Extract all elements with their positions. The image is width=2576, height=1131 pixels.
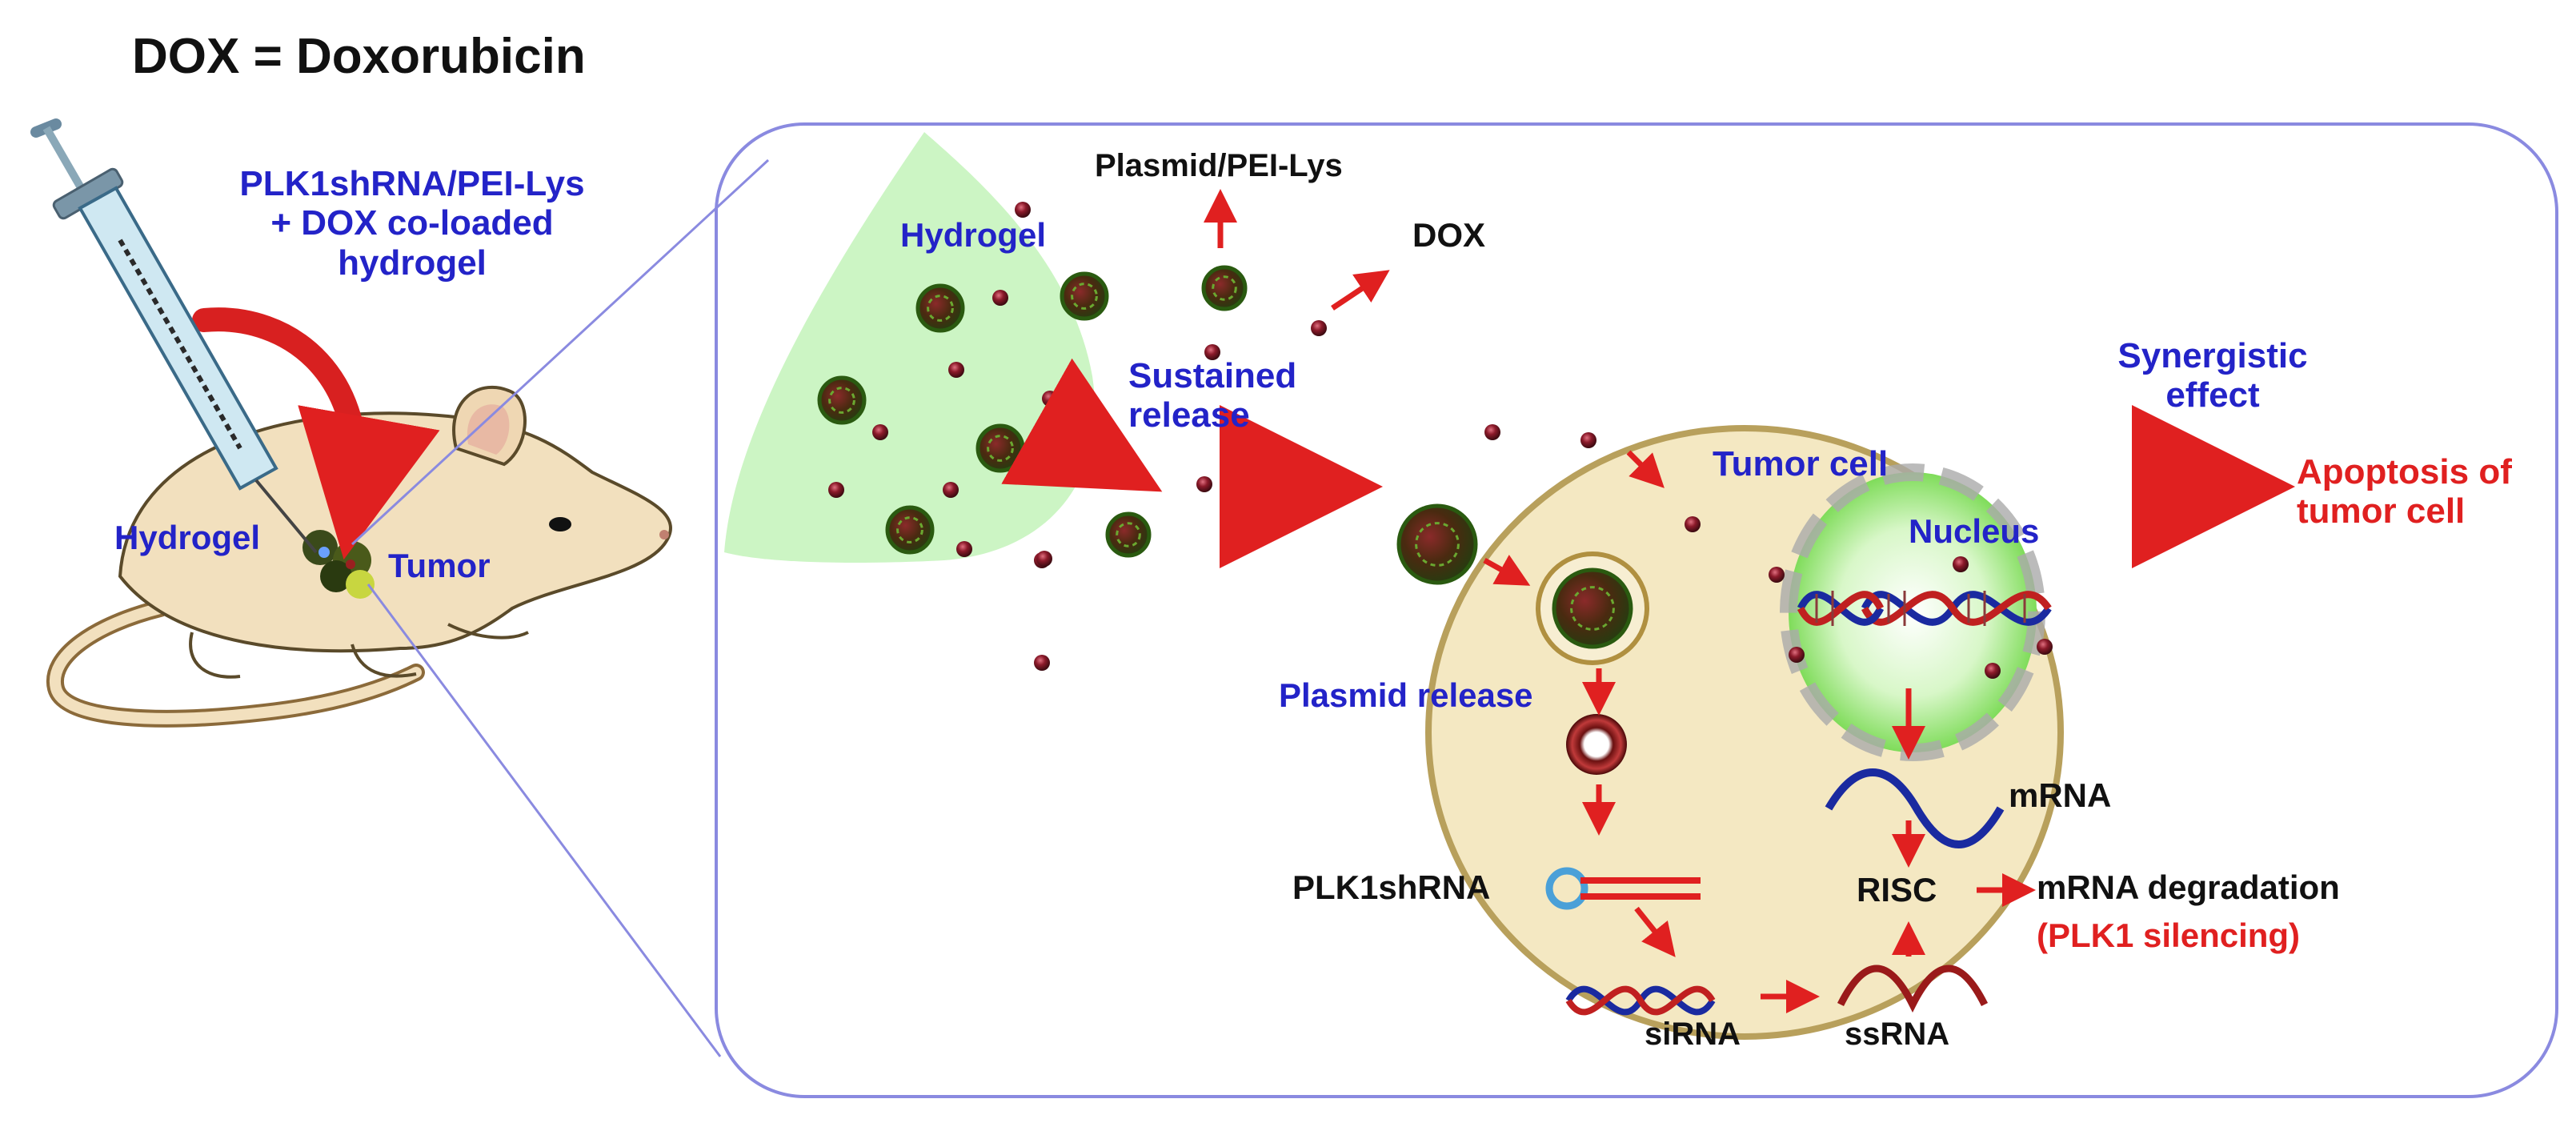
dox-dot bbox=[2037, 639, 2053, 655]
mrna-wave-icon bbox=[1825, 768, 2005, 848]
injection-label-line1: PLK1shRNA/PEI-Lys bbox=[239, 164, 585, 203]
nanoparticle bbox=[1105, 511, 1152, 558]
dox-dot bbox=[1985, 663, 2001, 679]
dox-dot bbox=[992, 290, 1008, 306]
dox-dot bbox=[1196, 476, 1212, 492]
sustained-release-label: Sustained release bbox=[1128, 356, 1296, 435]
dox-dot bbox=[943, 482, 959, 498]
injection-label-line2: + DOX co-loaded bbox=[270, 203, 554, 243]
hydrogel-label: Hydrogel bbox=[900, 216, 1047, 254]
dna-helix-icon bbox=[1797, 591, 2052, 626]
dox-label: DOX bbox=[1412, 216, 1486, 254]
nanoparticle bbox=[915, 283, 965, 333]
dox-dot bbox=[1789, 647, 1805, 663]
dox-definition-title: DOX = Doxorubicin bbox=[132, 29, 586, 84]
zoom-lines bbox=[351, 158, 770, 1057]
flow-arrows bbox=[1001, 189, 2295, 1013]
syringe-icon bbox=[30, 118, 318, 554]
nanoparticle bbox=[1552, 568, 1633, 649]
dox-dot bbox=[956, 541, 972, 557]
dox-dot bbox=[1311, 320, 1327, 336]
sustained-release-line2: release bbox=[1128, 395, 1250, 435]
nanoparticle bbox=[1396, 503, 1478, 585]
injection-label-line3: hydrogel bbox=[338, 243, 487, 283]
plasmid-pei-label: Plasmid/PEI-Lys bbox=[1095, 148, 1343, 183]
mrna-label: mRNA bbox=[2009, 776, 2112, 814]
sustained-release-line1: Sustained bbox=[1128, 356, 1297, 395]
synergistic-effect-label: Synergistic effect bbox=[2077, 336, 2349, 415]
sirna-label: siRNA bbox=[1645, 1017, 1741, 1052]
dox-dot bbox=[1484, 424, 1500, 440]
dox-dot bbox=[1685, 516, 1701, 532]
dox-dot bbox=[872, 424, 888, 440]
risc-label: RISC bbox=[1857, 871, 1937, 908]
dox-dot bbox=[828, 482, 844, 498]
dox-dot bbox=[1042, 391, 1058, 407]
sirna-icon bbox=[1565, 985, 1716, 1016]
plasmid-ring-icon bbox=[1566, 714, 1627, 775]
detail-panel bbox=[715, 122, 2558, 1098]
mrna-degradation-label: mRNA degradation bbox=[2037, 868, 2340, 906]
synergistic-effect-line1: Synergistic bbox=[2117, 336, 2308, 375]
synergistic-effect-line2: effect bbox=[2165, 375, 2260, 415]
shrna-hairpin-icon bbox=[1545, 867, 1701, 910]
dox-dot bbox=[1015, 202, 1031, 218]
dox-dot bbox=[1953, 556, 1969, 572]
ssrna-label: ssRNA bbox=[1845, 1017, 1950, 1052]
dox-dot bbox=[948, 362, 964, 378]
ssrna-icon bbox=[1837, 965, 1989, 1013]
injection-label: PLK1shRNA/PEI-Lys + DOX co-loaded hydrog… bbox=[204, 164, 620, 283]
nanoparticle bbox=[885, 505, 935, 555]
dox-dot bbox=[1034, 655, 1050, 671]
nanoparticle bbox=[976, 423, 1025, 473]
dox-dot bbox=[1769, 567, 1785, 583]
apoptosis-line2: tumor cell bbox=[2297, 491, 2466, 531]
mouse-tumor-label: Tumor bbox=[388, 547, 491, 584]
injection-curve-arrow bbox=[192, 307, 440, 560]
nanoparticle bbox=[1201, 265, 1248, 311]
hydrogel-blob bbox=[724, 132, 1096, 563]
dox-dot bbox=[1580, 432, 1596, 448]
tumor-cell-label: Tumor cell bbox=[1713, 444, 1889, 483]
nanoparticle bbox=[817, 375, 867, 425]
dox-dot bbox=[1204, 344, 1220, 360]
apoptosis-label: Apoptosis of tumor cell bbox=[2297, 452, 2512, 531]
mouse-hydrogel-label: Hydrogel bbox=[114, 519, 261, 556]
nanoparticle bbox=[1060, 271, 1109, 321]
dox-dot-icon bbox=[828, 202, 2053, 679]
nucleus-label: Nucleus bbox=[1909, 512, 2040, 550]
plasmid-release-label: Plasmid release bbox=[1279, 676, 1533, 714]
plk1shrna-label: PLK1shRNA bbox=[1292, 868, 1491, 906]
plk1-silencing-label: (PLK1 silencing) bbox=[2037, 916, 2301, 954]
dox-dot bbox=[1036, 551, 1052, 567]
apoptosis-line1: Apoptosis of bbox=[2297, 452, 2512, 491]
